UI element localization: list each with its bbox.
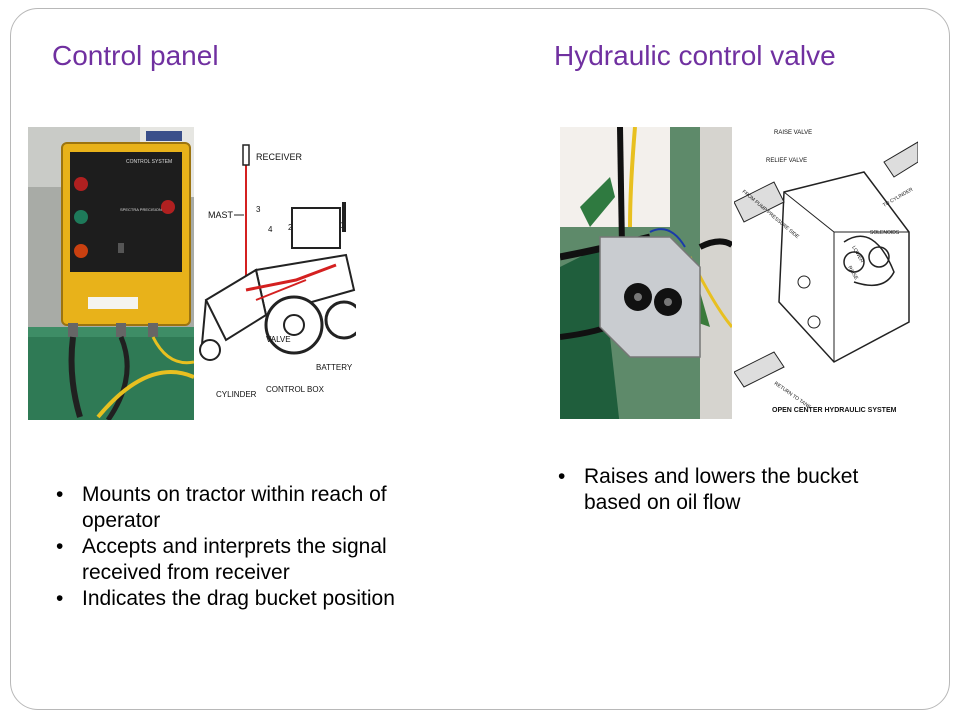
bullet-item: Mounts on tractor within reach of operat…	[50, 482, 450, 534]
tractor-diagram: RECEIVER MAST 3 4 2 1 VALVE BATTERY CYLI…	[196, 140, 356, 408]
control-panel-bullets: Mounts on tractor within reach of operat…	[50, 482, 450, 612]
bullet-item: Raises and lowers the bucket based on oi…	[552, 464, 892, 516]
diagram-cylinder-label: CYLINDER	[216, 390, 257, 399]
diagram-receiver-label: RECEIVER	[256, 152, 303, 162]
bullet-item: Accepts and interprets the signal receiv…	[50, 534, 450, 586]
diagram-control-box-label: CONTROL BOX	[266, 385, 325, 394]
control-panel-heading: Control panel	[52, 40, 219, 71]
diagram-valve-label: VALVE	[266, 335, 291, 344]
raise-valve-label: RAISE VALVE	[774, 130, 812, 136]
slide-frame	[10, 8, 950, 710]
hydraulic-valve-bullets: Raises and lowers the bucket based on oi…	[552, 464, 892, 516]
panel-header-text: CONTROL SYSTEM	[126, 159, 172, 165]
hydraulic-valve-heading: Hydraulic control valve	[554, 40, 836, 71]
diagram-number-3: 3	[256, 205, 261, 214]
hydraulic-diagram-caption: OPEN CENTER HYDRAULIC SYSTEM	[772, 407, 897, 414]
hydraulic-diagram: RAISE VALVE RELIEF VALVE FROM PUMP PRESS…	[734, 122, 918, 418]
hydraulic-valve-photo	[560, 127, 732, 419]
diagram-number-2: 2	[288, 223, 293, 232]
panel-brand-text: SPECTRA PRECISION	[120, 207, 162, 212]
bullet-item: Indicates the drag bucket position	[50, 586, 450, 612]
solenoids-label: SOLENOIDS	[870, 230, 900, 236]
diagram-mast-label: MAST	[208, 210, 234, 220]
diagram-number-4: 4	[268, 225, 273, 234]
control-panel-photo: CONTROL SYSTEM SPECTRA PRECISION	[28, 127, 194, 420]
relief-valve-label: RELIEF VALVE	[766, 158, 807, 164]
diagram-battery-label: BATTERY	[316, 363, 353, 372]
